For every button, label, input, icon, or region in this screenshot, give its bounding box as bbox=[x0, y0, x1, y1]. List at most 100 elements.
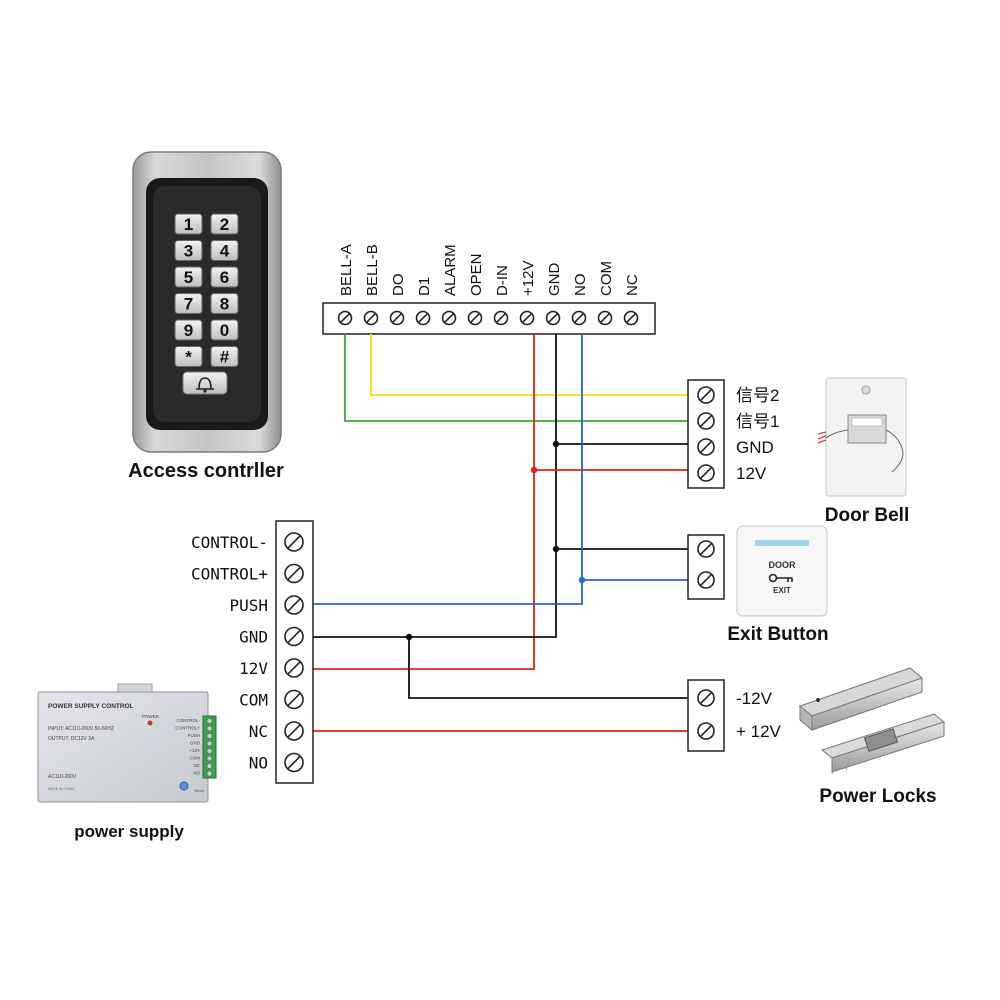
keypad-key: 5 bbox=[174, 266, 203, 288]
power-supply-terminal-label: CONTROL+ bbox=[191, 565, 268, 584]
power-supply-terminal-screw bbox=[284, 721, 304, 741]
ps-panel-input: INPUT: AC110-260V 50-60HZ bbox=[48, 726, 114, 732]
bell-key bbox=[182, 371, 228, 395]
wire-no-blue bbox=[313, 334, 583, 605]
ps-panel-made: MADE IN CHINA bbox=[48, 787, 75, 791]
keypad-key-label: 4 bbox=[220, 242, 230, 261]
keypad-key-label: 2 bbox=[220, 215, 229, 234]
keypad-key-label: 1 bbox=[184, 215, 193, 234]
keypad-key-label: * bbox=[185, 348, 192, 367]
wire-junction-dot bbox=[552, 440, 560, 448]
keypad-key: 7 bbox=[174, 293, 203, 314]
controller-terminal-screw bbox=[623, 310, 639, 326]
power-locks-terminal-block bbox=[687, 679, 725, 752]
door-bell-terminal-screw bbox=[697, 386, 715, 404]
ps-panel-title: POWER SUPPLY CONTROL bbox=[48, 703, 134, 710]
ps-panel-small-label: +12V bbox=[189, 748, 200, 753]
wire-junction-dot bbox=[552, 545, 560, 553]
keypad-key: 4 bbox=[210, 240, 239, 261]
ps-green-terminal-screw bbox=[206, 755, 213, 762]
controller-terminal-screw bbox=[441, 310, 457, 326]
ps-green-terminal-screw bbox=[206, 733, 213, 739]
ps-panel-voltage: AC110-260V bbox=[48, 774, 77, 780]
door-bell-terminal-label: 信号2 bbox=[736, 386, 779, 405]
power-supply-terminal-block bbox=[275, 520, 314, 784]
power-supply-terminal-screw bbox=[284, 563, 304, 584]
controller-terminal-label: ALARM bbox=[442, 244, 459, 296]
door-bell-terminal-label: 信号1 bbox=[736, 412, 779, 431]
power-supply-terminal-label: 12V bbox=[239, 659, 268, 678]
controller-terminal-label: COM bbox=[598, 261, 615, 296]
power-locks-caption: Power Locks bbox=[819, 786, 936, 807]
power-locks-terminal-screw bbox=[697, 722, 715, 740]
controller-terminal-label: D1 bbox=[416, 277, 433, 296]
wire-12v-red-bell bbox=[313, 334, 535, 670]
power-supply-terminal-screw bbox=[284, 626, 304, 647]
power-supply-terminal-screw bbox=[284, 595, 304, 615]
power-supply-terminal-label: CONTROL- bbox=[191, 533, 268, 552]
exit-button-face-top: DOOR bbox=[769, 560, 797, 570]
keypad-key: * bbox=[174, 346, 203, 367]
door-bell-terminal-block bbox=[687, 379, 725, 489]
ps-panel-output: OUTPUT: DC12V 3A bbox=[48, 736, 95, 742]
keypad-key-label: 8 bbox=[220, 295, 229, 314]
power-supply-terminal-label: COM bbox=[239, 691, 268, 710]
controller-terminal-label: D-IN bbox=[494, 265, 511, 296]
exit-button-caption: Exit Button bbox=[727, 624, 828, 645]
controller-terminal-label: BELL-A bbox=[338, 244, 355, 296]
wire-junction-dot bbox=[405, 633, 413, 641]
power-supply-terminal-screw bbox=[284, 658, 304, 678]
keypad-key-label: 6 bbox=[220, 268, 229, 287]
power-locks-terminal-label: -12V bbox=[736, 689, 773, 708]
controller-terminal-screw bbox=[467, 310, 483, 326]
keypad-key: 2 bbox=[210, 213, 239, 235]
keypad-key: 8 bbox=[210, 293, 239, 314]
power-supply-terminal-label: PUSH bbox=[229, 596, 268, 615]
wire-junction-dot bbox=[530, 466, 538, 474]
keypad-key-label: 7 bbox=[184, 295, 193, 314]
power-supply-terminal-label: GND bbox=[239, 628, 268, 647]
ps-panel-small-label: CONTROL+ bbox=[175, 726, 200, 731]
door-bell-terminal-label: GND bbox=[736, 438, 774, 457]
keypad-key: 9 bbox=[174, 319, 203, 341]
wires bbox=[313, 334, 688, 732]
ps-green-terminal-screw bbox=[206, 718, 213, 724]
door-bell-caption: Door Bell bbox=[825, 505, 909, 526]
power-supply-device: POWER SUPPLY CONTROL POWER INPUT: AC110-… bbox=[37, 683, 217, 803]
ps-green-terminal-screw bbox=[206, 725, 213, 732]
wire-gnd-black-bell bbox=[555, 334, 688, 550]
access-controller-caption: Access contrller bbox=[128, 460, 284, 482]
ps-panel-small-label: PUSH bbox=[187, 733, 200, 738]
wire-junction-dot bbox=[578, 576, 586, 584]
controller-terminal-screw bbox=[363, 310, 379, 326]
controller-terminal-label: OPEN bbox=[468, 253, 485, 296]
keypad-key: 1 bbox=[174, 213, 203, 235]
door-bell-device bbox=[817, 377, 907, 497]
exit-button-face-bottom: EXIT bbox=[773, 586, 791, 595]
power-locks-terminal-screw bbox=[697, 689, 715, 707]
ps-green-terminal-screw bbox=[206, 748, 213, 754]
ps-panel-power: POWER bbox=[142, 714, 160, 719]
electric-strike-device bbox=[820, 713, 946, 775]
controller-terminal-screw bbox=[545, 310, 561, 326]
exit-button-device: DOOR EXIT bbox=[736, 525, 828, 617]
power-supply-terminal-screw bbox=[284, 752, 304, 773]
wire-junctions bbox=[405, 440, 586, 641]
power-supply-caption: power supply bbox=[74, 822, 184, 841]
keypad-key: 0 bbox=[210, 319, 239, 341]
power-supply-terminal-screw bbox=[284, 689, 304, 710]
wire-gnd-to-lock bbox=[408, 637, 688, 699]
controller-terminal-label: GND bbox=[546, 263, 563, 297]
keypad-key-label: 3 bbox=[184, 242, 193, 261]
controller-terminal-screw bbox=[415, 310, 431, 326]
wire-bell-a-green bbox=[344, 334, 688, 422]
door-bell-terminal-screw bbox=[697, 438, 715, 456]
keypad-key-label: 9 bbox=[184, 321, 193, 340]
ps-panel-small-label: GND bbox=[190, 741, 201, 746]
controller-terminal-label: NC bbox=[624, 274, 641, 296]
door-bell-terminal-label: 12V bbox=[736, 464, 767, 483]
controller-terminal-label: BELL-B bbox=[364, 244, 381, 296]
controller-terminal-label: NO bbox=[572, 274, 589, 297]
